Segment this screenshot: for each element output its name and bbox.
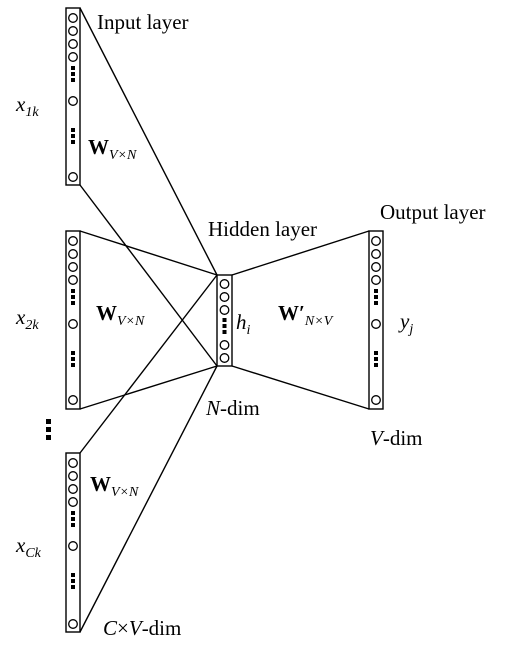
neuron [68,249,78,259]
neuron [68,458,78,468]
x2k-label: x2k [16,305,39,333]
neuron [68,236,78,246]
edge-hidden-output-bottom [231,365,370,410]
ellipsis-dot [71,511,75,515]
ellipsis-dot [46,427,51,432]
neuron [68,96,78,106]
neuron [68,395,78,405]
ellipsis-dot [71,72,75,76]
ellipsis-dot [222,318,227,322]
neuron [371,275,381,285]
ellipsis-dot [71,517,75,521]
ellipsis-dot [71,573,75,577]
xck-label: xCk [16,533,41,561]
ellipsis-dot [71,134,75,138]
edge-inputc-hidden-top [79,274,218,454]
ellipsis-dot [71,357,75,361]
ellipsis-dot [374,289,378,293]
ellipsis-dot [222,330,227,334]
ellipsis-dot [71,523,75,527]
neuron [371,395,381,405]
neuron [219,353,230,363]
ellipsis-dot [46,419,51,424]
hidden-h-label: hi [236,310,251,338]
ellipsis-dot [71,128,75,132]
neuron [219,279,230,289]
ellipsis-dot [71,301,75,305]
neuron [68,497,78,507]
x1k-label: x1k [16,92,39,120]
ellipsis-dot [374,301,378,305]
edge-input1-hidden-bottom [79,184,218,367]
v-dim-label: V-dim [370,426,423,450]
neuron [219,292,230,302]
ellipsis-dot [71,579,75,583]
neuron [68,26,78,36]
n-dim-label: N-dim [206,396,260,420]
neuron [371,249,381,259]
ellipsis-dot [374,363,378,367]
ellipsis-dot [71,78,75,82]
ellipsis-dot [71,140,75,144]
ellipsis-dot [46,435,51,440]
neuron [68,13,78,23]
neuron [68,275,78,285]
ellipsis-dot [71,363,75,367]
neuron [68,172,78,182]
ellipsis-dot [374,351,378,355]
neuron [371,319,381,329]
neuron [371,236,381,246]
input-layer-label: Input layer [97,10,189,34]
edge-input2-hidden-top [79,230,218,276]
ellipsis-dot [71,585,75,589]
ellipsis-dot [374,357,378,361]
ellipsis-dot [374,295,378,299]
edge-input2-hidden-bottom [79,365,218,410]
neuron [68,541,78,551]
hidden-layer-label: Hidden layer [208,217,318,241]
weight-matrix-label-1: WV×N [88,135,137,163]
neuron [68,471,78,481]
ellipsis-dot [71,289,75,293]
neuron [68,319,78,329]
neuron [68,262,78,272]
edge-input1-hidden-top [79,7,218,276]
neuron [68,39,78,49]
neuron [219,305,230,315]
output-layer-label: Output layer [380,200,486,224]
ellipsis-dot [222,324,227,328]
neuron [68,619,78,629]
edge-hidden-output-top [231,230,370,276]
neuron [219,340,230,350]
neuron [68,484,78,494]
edge-inputc-hidden-bottom [79,365,218,633]
weight-matrix-label-c: WV×N [90,472,139,500]
output-y-label: yj [400,309,414,337]
neuron [371,262,381,272]
cv-dim-label: C×V-dim [103,616,182,640]
ellipsis-dot [71,351,75,355]
ellipsis-dots [46,66,378,589]
neurons [68,13,381,629]
weight-matrix-label-2: WV×N [96,301,145,329]
ellipsis-dot [71,295,75,299]
neuron [68,52,78,62]
ellipsis-dot [71,66,75,70]
output-weight-matrix-label: W′N×V [278,301,333,329]
